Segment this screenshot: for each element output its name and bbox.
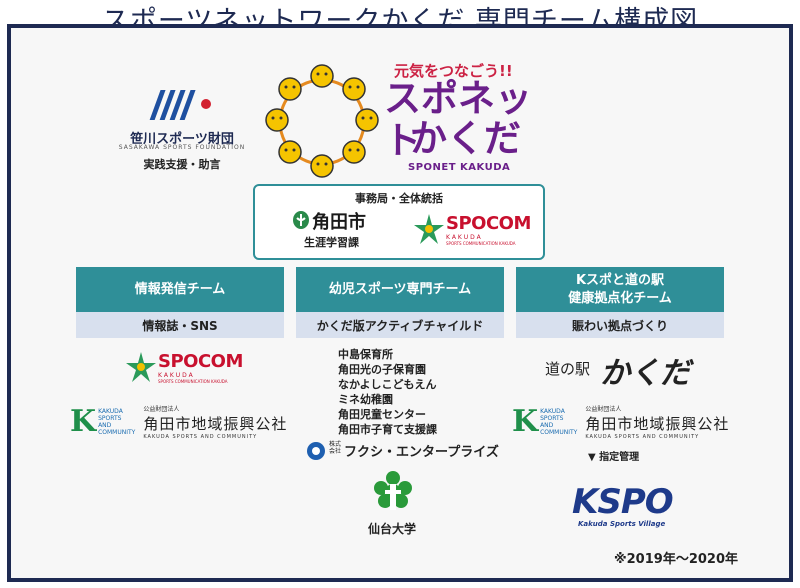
kspo-logo: KSPO [572,482,674,522]
sasakawa-name-en: SASAKAWA SPORTS FOUNDATION [118,144,246,151]
k-line: SPORTS [98,415,122,422]
team-info-name: 情報発信チーム [134,281,226,297]
fukushi-name: フクシ・エンタープライズ [344,445,499,460]
period-footnote: ※2019年～2020年 [614,552,739,567]
k-mark-text: KAKUDA SPORTS AND COMMUNITY [98,408,135,436]
nursery-item: 角田児童センター [338,408,426,421]
community-corp-logo-left: K KAKUDA SPORTS AND COMMUNITY 公益財団法人 角田市… [70,404,287,440]
sendai-university-name: 仙台大学 [367,522,416,536]
team-health-hub-name-line1: Kスポと道の駅 [575,272,665,288]
corp-type: 公益財団法人 [585,406,622,413]
nursery-item: なかよしこどもえん [338,378,437,391]
kakuda-city-emblem-icon [293,211,309,229]
team-child-sports-sub: かくだ版アクティブチャイルド [296,312,504,338]
kakuda-city-dept: 生涯学習課 [304,236,359,249]
corp-name-en: KAKUDA SPORTS AND COMMUNITY [143,434,258,440]
michi-no-eki-label: 道の駅 [545,360,591,378]
spocom-sub1: KAKUDA [446,234,483,241]
spocom-logo-info-team: SPOCOM KAKUDA SPORTS COMMUNICATION KAKUD… [158,351,243,385]
k-line: KAKUDA [540,408,565,415]
k-line: COMMUNITY [540,429,578,436]
nursery-item: 角田市子育て支援課 [338,423,437,436]
community-corp-logo-right: K KAKUDA SPORTS AND COMMUNITY 公益財団法人 角田市… [512,404,729,440]
kakuda-city-name: 角田市 [312,212,366,233]
corp-name: 角田市地域振興公社 [585,415,730,433]
nursery-item: 角田光の子保育園 [338,363,426,376]
community-corp-text: 公益財団法人 角田市地域振興公社 KAKUDA SPORTS AND COMMU… [143,404,287,440]
sponet-tagline: 元気をつなごう!! [394,62,513,80]
k-line: AND [540,422,554,429]
k-line: KAKUDA [98,408,123,415]
secretariat-title: 事務局・全体統括 [355,192,443,205]
sasakawa-logo [149,90,211,120]
spocom-sub2: SPORTS COMMUNICATION KAKUDA [446,241,516,246]
corp-type: 公益財団法人 [143,406,180,413]
designated-management-label: ▼ 指定管理 [588,452,640,463]
k-line: SPORTS [540,415,564,422]
spocom-name: SPOCOM [446,213,531,234]
spocom-star-icon [414,214,444,244]
spocom-sub2: SPORTS COMMUNICATION KAKUDA [158,379,228,384]
k-mark-icon: K [512,404,539,439]
spocom-name: SPOCOM [158,351,243,372]
sendai-university-emblem-icon [374,471,412,510]
team-info-header: 情報発信チーム [76,267,284,312]
corp-name: 角田市地域振興公社 [143,415,288,433]
nursery-item: 中島保育所 [338,348,393,361]
sponet-name-en: SPONET KAKUDA [408,162,511,173]
sponet-faces-logo [265,64,379,178]
spocom-star-icon [126,352,156,382]
k-mark-text: KAKUDA SPORTS AND COMMUNITY [540,408,577,436]
team-info-sub: 情報誌・SNS [76,312,284,338]
sasakawa-role: 実践支援・助言 [143,158,221,171]
team-health-hub-name-line2: 健康拠点化チーム [568,290,672,306]
k-line: COMMUNITY [98,429,136,436]
spocom-logo-secretariat: SPOCOM KAKUDA SPORTS COMMUNICATION KAKUD… [446,213,531,247]
sasakawa-name: 笹川スポーツ財団 [130,132,234,147]
team-health-hub-sub: 賑わい拠点づくり [516,312,724,338]
k-mark-icon: K [70,404,97,439]
k-line: AND [98,422,112,429]
nursery-item: ミネ幼稚園 [338,393,393,406]
michi-no-eki-name: かくだ [600,356,690,391]
corp-name-en: KAKUDA SPORTS AND COMMUNITY [585,434,700,440]
team-health-hub-header: Kスポと道の駅 健康拠点化チーム [516,267,724,312]
fukushi-prefix: 株式会社 [329,441,342,455]
nursery-list: 中島保育所 角田光の子保育園 なかよしこどもえん ミネ幼稚園 角田児童センター … [338,347,437,437]
team-child-sports-name: 幼児スポーツ専門チーム [328,281,472,297]
sponet-title-line2: かくだ [410,117,521,160]
community-corp-text: 公益財団法人 角田市地域振興公社 KAKUDA SPORTS AND COMMU… [585,404,729,440]
spocom-sub1: KAKUDA [158,372,195,379]
team-child-sports-header: 幼児スポーツ専門チーム [296,267,504,312]
sponet-title-line1: スポネット [384,77,532,162]
kspo-subtitle: Kakuda Sports Village [578,520,666,528]
fukushi-logo-icon [307,442,325,460]
